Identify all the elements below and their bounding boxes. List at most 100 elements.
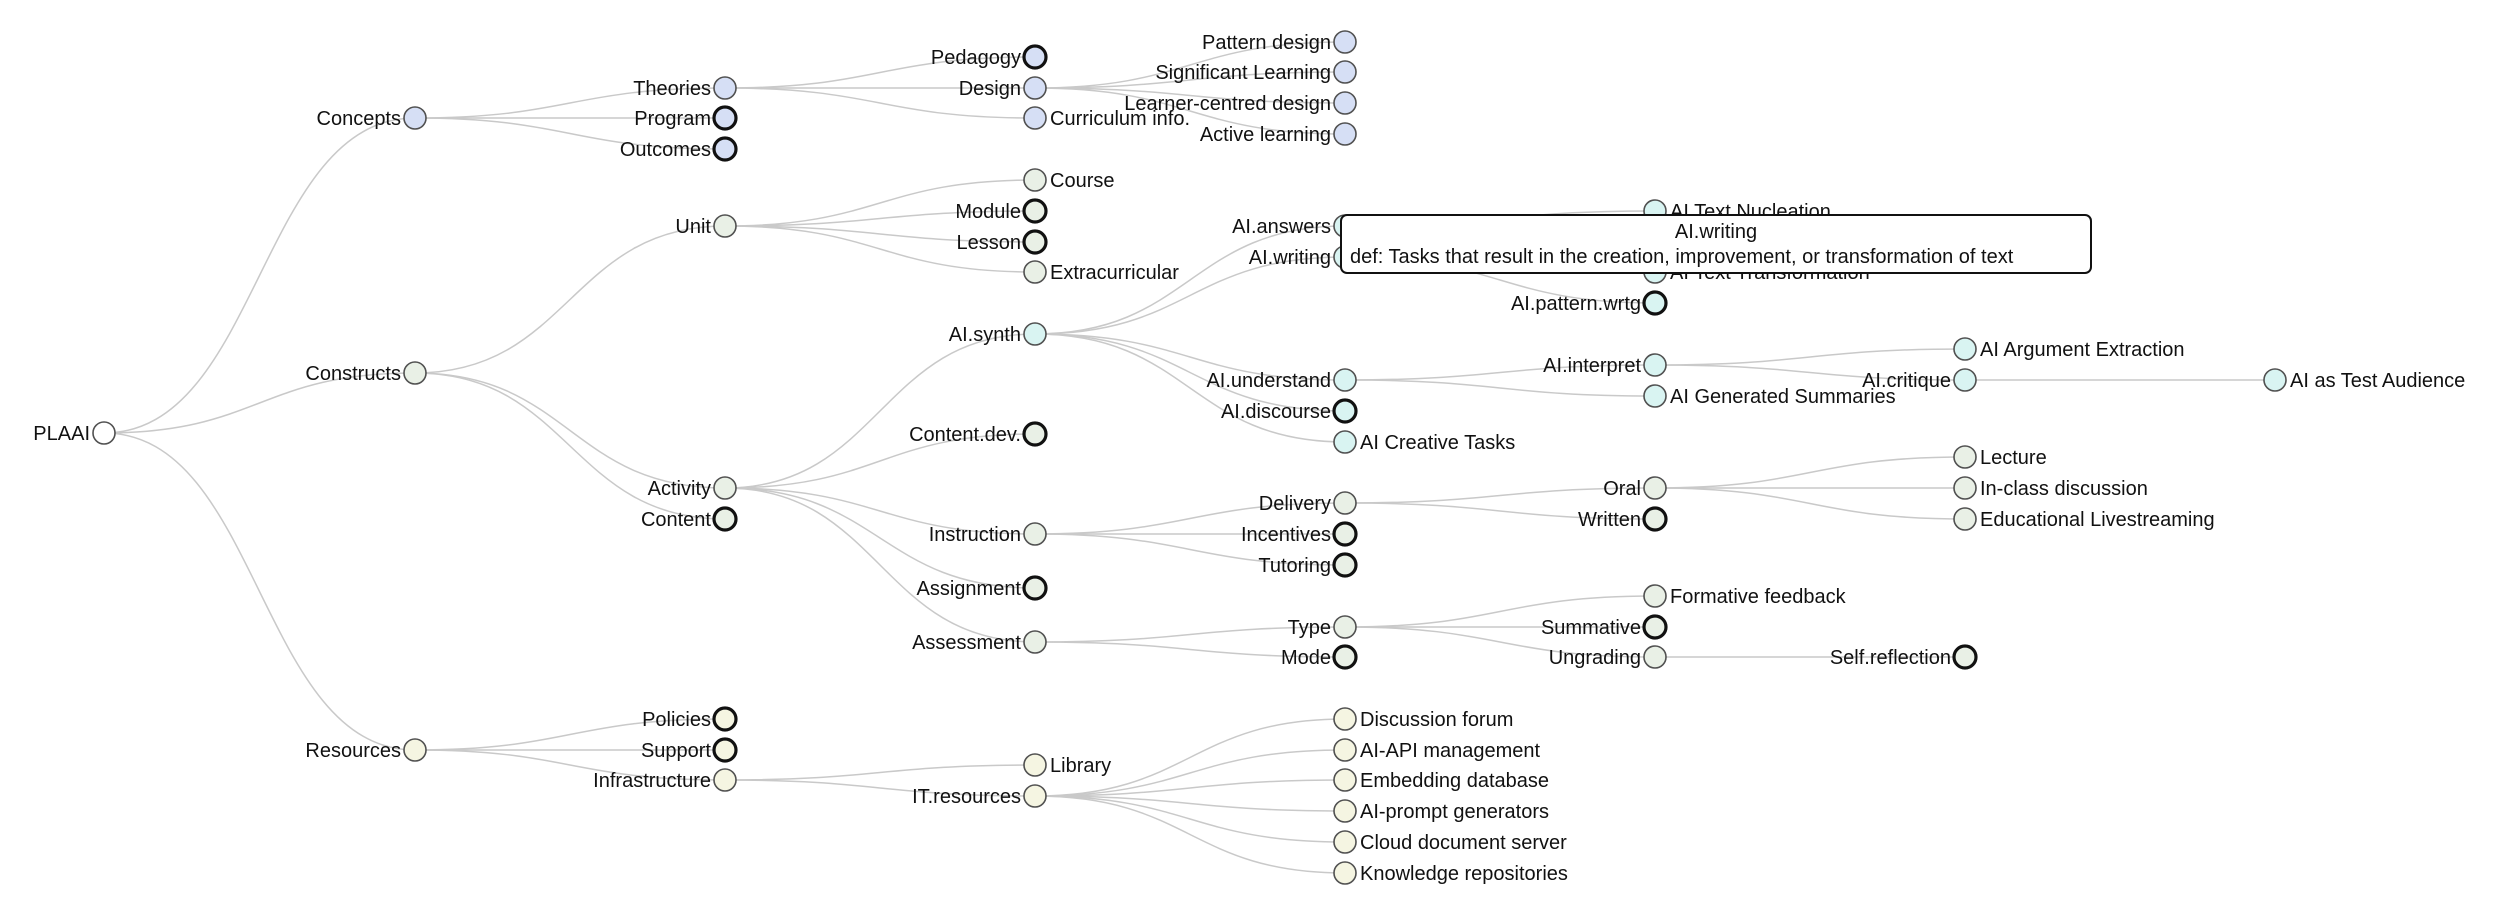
node-content[interactable]: Content (641, 506, 738, 532)
node-theories[interactable]: Theories (633, 76, 737, 100)
node-extracurricular[interactable]: Extracurricular (1023, 260, 1179, 284)
node-program-circle[interactable] (712, 105, 738, 131)
node-ai-discourse[interactable]: AI.discourse (1221, 398, 1358, 424)
node-ai-discourse-circle[interactable] (1332, 398, 1358, 424)
node-pattern-design-circle[interactable] (1333, 30, 1357, 54)
node-ai-generated-summaries[interactable]: AI Generated Summaries (1643, 384, 1896, 408)
node-module[interactable]: Module (955, 198, 1048, 224)
node-resources-circle[interactable] (403, 738, 427, 762)
node-plaai-circle[interactable] (92, 421, 116, 445)
node-content-circle[interactable] (712, 506, 738, 532)
node-it-resources[interactable]: IT.resources (912, 784, 1047, 808)
node-ai-pattern-wrtg[interactable]: AI.pattern.wrtg (1511, 290, 1668, 316)
node-ai-synth-circle[interactable] (1023, 322, 1047, 346)
node-self-reflection[interactable]: Self.reflection (1830, 644, 1978, 670)
node-design-circle[interactable] (1023, 76, 1047, 100)
node-concepts-circle[interactable] (403, 106, 427, 130)
node-self-reflection-circle[interactable] (1952, 644, 1978, 670)
node-assessment-circle[interactable] (1023, 630, 1047, 654)
node-it-resources-circle[interactable] (1023, 784, 1047, 808)
node-lecture-circle[interactable] (1953, 445, 1977, 469)
node-ai-as-test-audience[interactable]: AI as Test Audience (2263, 368, 2465, 392)
node-ai-critique[interactable]: AI.critique (1862, 368, 1977, 392)
node-extracurricular-circle[interactable] (1023, 260, 1047, 284)
node-support-circle[interactable] (712, 737, 738, 763)
node-ai-interpret-circle[interactable] (1643, 353, 1667, 377)
node-unit-circle[interactable] (713, 214, 737, 238)
node-active-learning-circle[interactable] (1333, 122, 1357, 146)
node-theories-circle[interactable] (713, 76, 737, 100)
node-curriculum-info[interactable]: Curriculum info. (1023, 106, 1190, 130)
node-active-learning[interactable]: Active learning (1200, 122, 1357, 146)
node-learner-centred-design[interactable]: Learner-centred design (1124, 91, 1357, 115)
node-written-circle[interactable] (1642, 506, 1668, 532)
node-delivery-circle[interactable] (1333, 491, 1357, 515)
node-formative-feedback-circle[interactable] (1643, 584, 1667, 608)
node-cloud-document-server[interactable]: Cloud document server (1333, 830, 1567, 854)
node-assessment[interactable]: Assessment (912, 630, 1047, 654)
node-ai-argument-extraction-circle[interactable] (1953, 337, 1977, 361)
node-cloud-document-server-circle[interactable] (1333, 830, 1357, 854)
node-library[interactable]: Library (1023, 753, 1111, 777)
node-instruction[interactable]: Instruction (929, 522, 1047, 546)
node-ai-api-management[interactable]: AI-API management (1333, 738, 1541, 762)
node-pattern-design[interactable]: Pattern design (1202, 30, 1357, 54)
node-in-class-discussion-circle[interactable] (1953, 476, 1977, 500)
node-in-class-discussion[interactable]: In-class discussion (1953, 476, 2148, 500)
node-ai-creative-tasks-circle[interactable] (1333, 430, 1357, 454)
node-oral[interactable]: Oral (1603, 476, 1667, 500)
node-ai-pattern-wrtg-circle[interactable] (1642, 290, 1668, 316)
node-ai-generated-summaries-circle[interactable] (1643, 384, 1667, 408)
node-ai-synth[interactable]: AI.synth (949, 322, 1047, 346)
node-outcomes[interactable]: Outcomes (620, 136, 738, 162)
node-infrastructure[interactable]: Infrastructure (593, 768, 737, 792)
node-significant-learning-circle[interactable] (1333, 60, 1357, 84)
node-ai-interpret[interactable]: AI.interpret (1543, 353, 1667, 377)
node-tutoring-circle[interactable] (1332, 552, 1358, 578)
node-policies[interactable]: Policies (642, 706, 738, 732)
node-content-dev-circle[interactable] (1022, 421, 1048, 447)
node-embedding-database-circle[interactable] (1333, 768, 1357, 792)
node-concepts[interactable]: Concepts (317, 106, 427, 130)
node-lesson[interactable]: Lesson (957, 229, 1048, 255)
node-educational-livestreaming-circle[interactable] (1953, 507, 1977, 531)
node-ai-critique-circle[interactable] (1953, 368, 1977, 392)
node-incentives-circle[interactable] (1332, 521, 1358, 547)
node-outcomes-circle[interactable] (712, 136, 738, 162)
node-mode-circle[interactable] (1332, 644, 1358, 670)
node-ai-understand[interactable]: AI.understand (1206, 368, 1357, 392)
node-mode[interactable]: Mode (1281, 644, 1358, 670)
node-module-circle[interactable] (1022, 198, 1048, 224)
node-pedagogy-circle[interactable] (1022, 44, 1048, 70)
node-written[interactable]: Written (1578, 506, 1668, 532)
node-significant-learning[interactable]: Significant Learning (1155, 60, 1357, 84)
node-course[interactable]: Course (1023, 168, 1114, 192)
node-ai-answers[interactable]: AI.answers (1232, 214, 1357, 238)
node-discussion-forum[interactable]: Discussion forum (1333, 707, 1513, 731)
node-summative[interactable]: Summative (1541, 614, 1668, 640)
node-type[interactable]: Type (1288, 615, 1357, 639)
node-incentives[interactable]: Incentives (1241, 521, 1358, 547)
node-ungrading-circle[interactable] (1643, 645, 1667, 669)
node-support[interactable]: Support (641, 737, 738, 763)
node-activity-circle[interactable] (713, 476, 737, 500)
node-knowledge-repositories-circle[interactable] (1333, 861, 1357, 885)
node-ungrading[interactable]: Ungrading (1549, 645, 1667, 669)
node-assignment-circle[interactable] (1022, 575, 1048, 601)
node-formative-feedback[interactable]: Formative feedback (1643, 584, 1847, 608)
node-educational-livestreaming[interactable]: Educational Livestreaming (1953, 507, 2215, 531)
node-activity[interactable]: Activity (648, 476, 737, 500)
node-constructs[interactable]: Constructs (305, 361, 427, 385)
node-unit[interactable]: Unit (675, 214, 737, 238)
node-library-circle[interactable] (1023, 753, 1047, 777)
node-instruction-circle[interactable] (1023, 522, 1047, 546)
node-ai-argument-extraction[interactable]: AI Argument Extraction (1953, 337, 2185, 361)
node-pedagogy[interactable]: Pedagogy (931, 44, 1048, 70)
node-ai-creative-tasks[interactable]: AI Creative Tasks (1333, 430, 1515, 454)
node-ai-prompt-generators[interactable]: AI-prompt generators (1333, 799, 1549, 823)
node-type-circle[interactable] (1333, 615, 1357, 639)
node-lecture[interactable]: Lecture (1953, 445, 2047, 469)
node-course-circle[interactable] (1023, 168, 1047, 192)
node-knowledge-repositories[interactable]: Knowledge repositories (1333, 861, 1568, 885)
node-discussion-forum-circle[interactable] (1333, 707, 1357, 731)
